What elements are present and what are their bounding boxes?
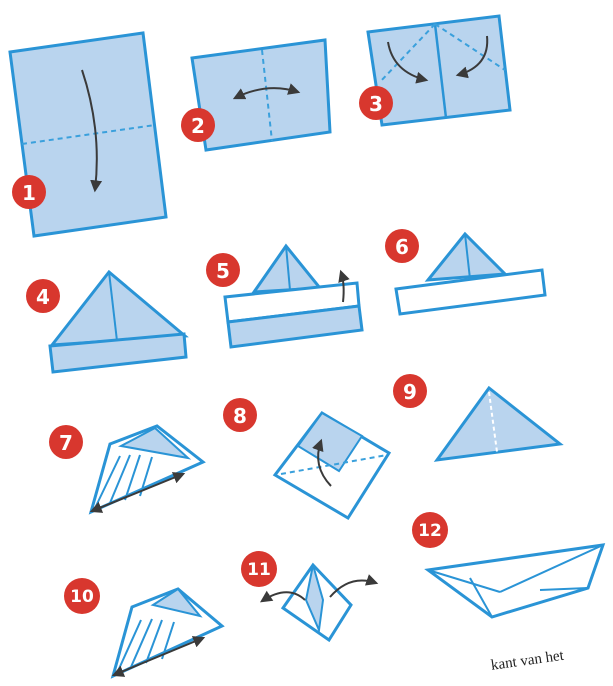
step-badge-6: 6 (385, 229, 419, 263)
step-number: 12 (418, 521, 442, 541)
step-badge-8: 8 (223, 398, 257, 432)
step-badge-5: 5 (206, 253, 240, 287)
step-badge-9: 9 (393, 374, 427, 408)
step-number: 9 (403, 380, 417, 404)
step-number: 3 (369, 92, 383, 116)
step-number: 6 (395, 235, 409, 259)
step-5-diagram (225, 246, 362, 347)
step-12-diagram (428, 545, 603, 617)
step-number: 5 (216, 259, 230, 283)
step-number: 4 (36, 285, 50, 309)
step-badge-11: 11 (241, 551, 277, 587)
step-8-diagram (275, 413, 389, 518)
step-7-diagram (91, 426, 203, 512)
step-number: 8 (233, 404, 247, 428)
boat-hull (428, 545, 603, 617)
step-badge-2: 2 (181, 108, 215, 142)
step-9-diagram (437, 388, 560, 460)
step-10-diagram (113, 589, 222, 676)
step-4-diagram (50, 272, 186, 372)
step-number: 7 (59, 431, 73, 455)
step-badge-12: 12 (412, 512, 448, 548)
step-number: 2 (191, 114, 205, 138)
step-number: 11 (247, 560, 271, 580)
step-number: 1 (22, 181, 36, 205)
step-badge-7: 7 (49, 425, 83, 459)
step-11-diagram (262, 565, 376, 640)
paper-triangle (52, 272, 185, 345)
step-badge-1: 1 (12, 175, 46, 209)
step-number: 10 (70, 587, 94, 607)
step-badge-3: 3 (359, 86, 393, 120)
paper-triangle (437, 388, 560, 460)
step-badge-10: 10 (64, 578, 100, 614)
step-badge-4: 4 (26, 279, 60, 313)
